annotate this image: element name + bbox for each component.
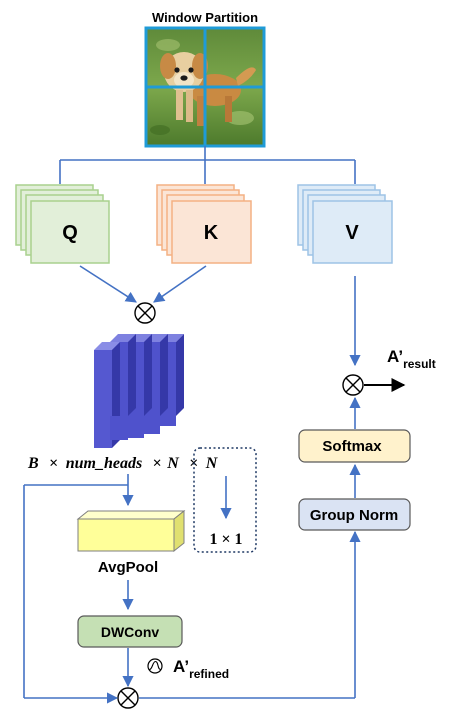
v-label: V: [345, 222, 359, 244]
v-stack: V: [297, 184, 393, 264]
k-to-multiply-arrow: [153, 265, 207, 303]
a-result-sub: result: [403, 357, 436, 371]
group-norm-box: Group Norm: [298, 498, 411, 531]
refine-multiply-op: [117, 687, 139, 709]
window-partition-title: Window Partition: [152, 10, 258, 25]
a-result-label: A’result: [387, 347, 436, 371]
q-stack: Q: [15, 184, 110, 264]
a-result-prefix: A’: [387, 347, 403, 366]
svg-text:B × num_heads: B × num_heads × N × N: [27, 455, 219, 472]
a-refined-label: A’refined: [173, 657, 229, 681]
shape-num-heads: num_heads: [66, 455, 142, 472]
qk-multiply-op: [134, 302, 156, 324]
shape-n-2: N: [205, 455, 219, 472]
tensor-shape-label: B × num_heads × N × N: [27, 455, 219, 472]
sigmoid-icon: [147, 658, 163, 674]
qkv-branch-lines: [59, 146, 356, 184]
a-refined-sub: refined: [189, 667, 229, 681]
k-label: K: [204, 222, 219, 244]
avgpool-box: [76, 509, 186, 553]
result-multiply-op: [342, 374, 364, 396]
pooling-shape-box: 1 × 1: [193, 447, 257, 553]
pooled-shape-label: 1 × 1: [209, 531, 242, 548]
shape-times-2: ×: [153, 455, 162, 472]
attention-heads-tensor: [94, 334, 184, 448]
avgpool-label: AvgPool: [98, 559, 158, 576]
shape-b: B: [27, 455, 39, 472]
a-refined-prefix: A’: [173, 657, 189, 676]
k-stack: K: [156, 184, 252, 264]
shape-n-1: N: [166, 455, 180, 472]
dwconv-box: DWConv: [77, 615, 183, 648]
dwconv-label: DWConv: [101, 624, 160, 640]
softmax-box: Softmax: [298, 429, 411, 463]
q-label: Q: [62, 222, 78, 244]
softmax-label: Softmax: [322, 438, 382, 455]
skip-connection: [23, 484, 128, 704]
multiply-to-groupnorm-path: [139, 530, 361, 699]
group-norm-label: Group Norm: [310, 507, 398, 524]
q-to-multiply-arrow: [79, 265, 137, 303]
shape-times-1: ×: [49, 455, 58, 472]
